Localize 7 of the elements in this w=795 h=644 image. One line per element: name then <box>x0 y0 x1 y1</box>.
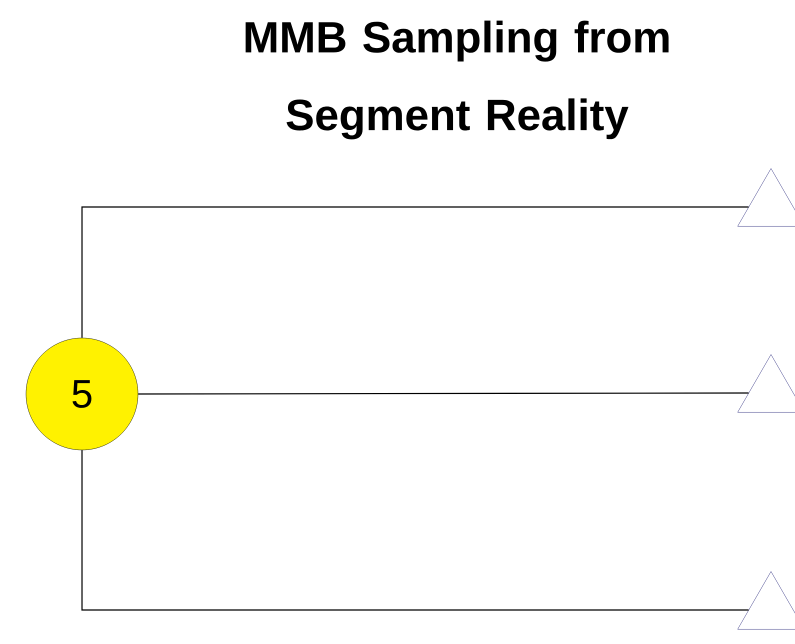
connector-line <box>138 392 749 395</box>
connector-line <box>81 450 749 611</box>
title: MMB Sampling from Segment Reality <box>246 20 669 140</box>
triangle-symbol <box>737 571 795 630</box>
triangle-symbol <box>737 168 795 226</box>
connector-line <box>81 206 749 338</box>
triangle-symbol <box>737 354 795 412</box>
